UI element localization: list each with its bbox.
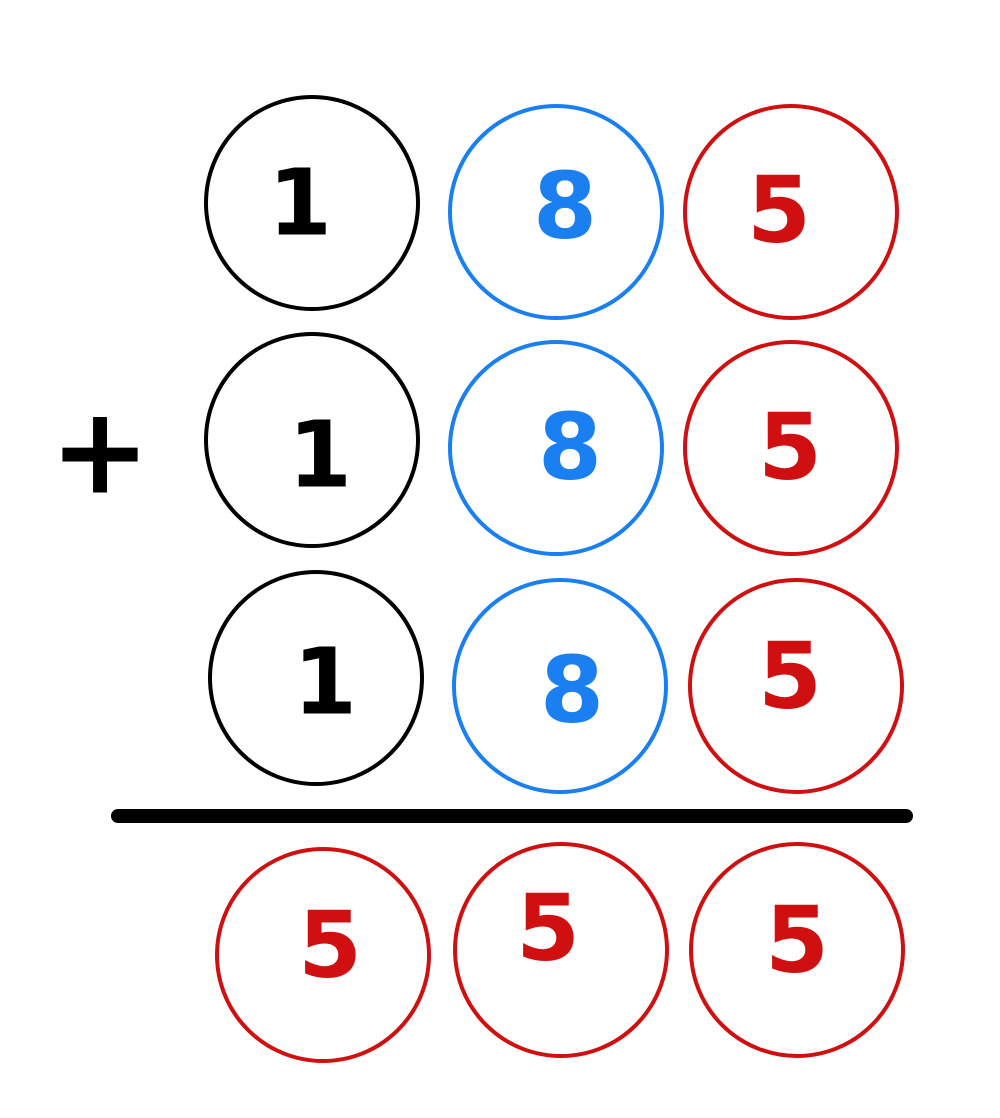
digit-label: 8 bbox=[533, 153, 597, 260]
plus-sign: + bbox=[50, 383, 151, 522]
digit-label: 5 bbox=[298, 892, 362, 999]
digit-label: 1 bbox=[293, 629, 357, 736]
addend-row-2: 1 8 5 bbox=[204, 332, 899, 556]
digit-circle: 5 bbox=[689, 842, 905, 1058]
digit-label: 1 bbox=[268, 150, 332, 257]
digit-label: 5 bbox=[747, 157, 811, 264]
sum-row: 5 5 5 bbox=[215, 842, 905, 1063]
digit-circle: 1 bbox=[208, 570, 424, 786]
digit-label: 5 bbox=[758, 623, 822, 730]
digit-label: 5 bbox=[516, 875, 580, 982]
addend-row-1: 1 8 5 bbox=[204, 95, 899, 320]
digit-circle: 5 bbox=[683, 104, 899, 320]
digit-label: 8 bbox=[540, 637, 604, 744]
digit-label: 5 bbox=[765, 887, 829, 994]
digit-label: 1 bbox=[288, 402, 352, 509]
digit-label: 5 bbox=[758, 394, 822, 501]
addend-row-3: 1 8 5 bbox=[208, 570, 904, 794]
digit-circle: 1 bbox=[204, 332, 420, 548]
digit-label: 8 bbox=[538, 394, 602, 501]
digit-circle: 1 bbox=[204, 95, 420, 311]
digit-circle: 8 bbox=[448, 340, 664, 556]
digit-circle: 5 bbox=[453, 842, 669, 1058]
digit-circle: 5 bbox=[688, 578, 904, 794]
digit-circle: 8 bbox=[452, 578, 668, 794]
digit-circle: 5 bbox=[215, 847, 431, 1063]
digit-circle: 5 bbox=[683, 340, 899, 556]
digit-circle: 8 bbox=[448, 104, 664, 320]
